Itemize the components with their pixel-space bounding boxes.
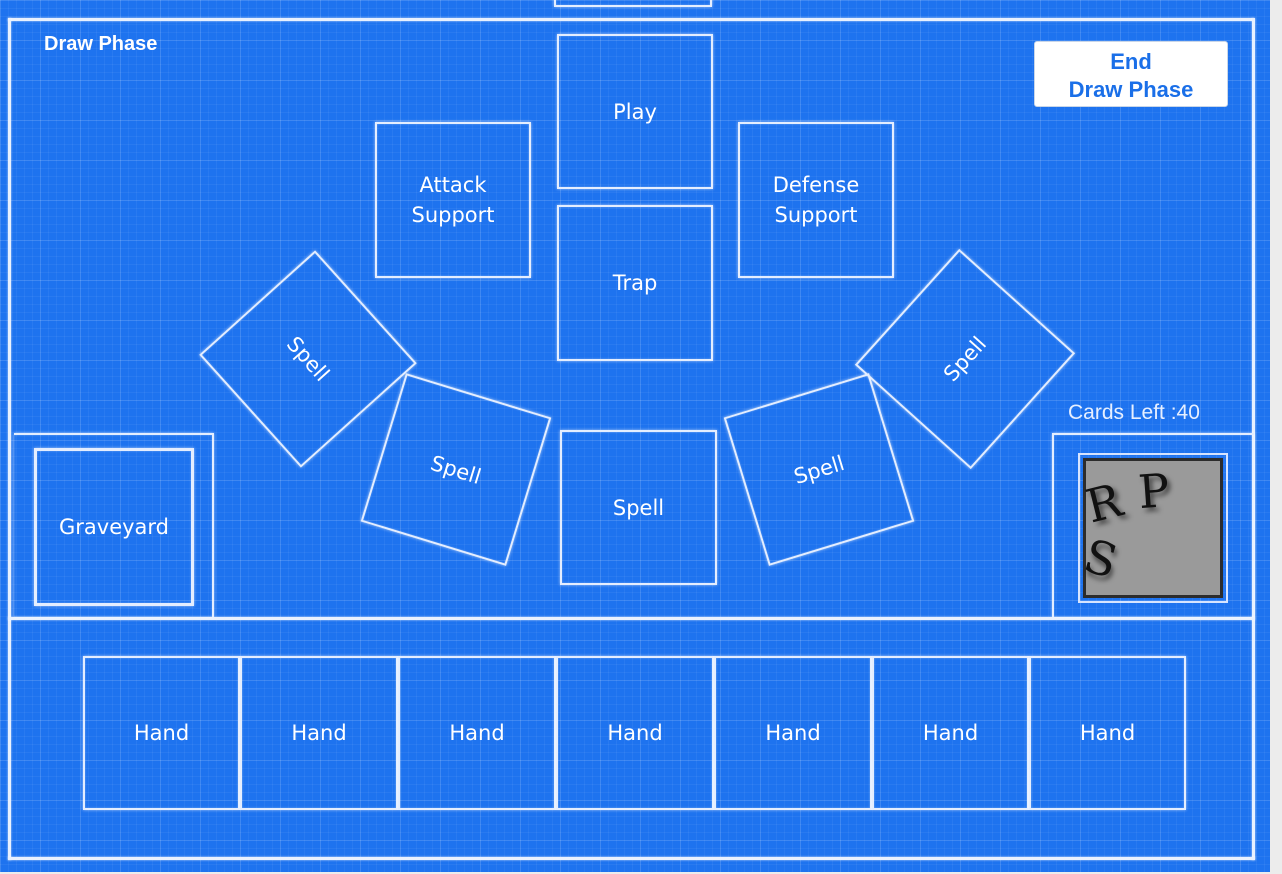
board-right-border — [1252, 18, 1255, 860]
hand-slot-7-label: Hand — [1079, 721, 1136, 745]
spell-zone-1-label: Spell — [281, 331, 335, 387]
graveyard-zone[interactable]: Graveyard — [34, 448, 194, 606]
board-left-border — [8, 18, 11, 860]
hand-slot-5-label: Hand — [765, 721, 821, 745]
hand-slot-7[interactable]: Hand — [1029, 656, 1186, 810]
defense-support-label: Defense Support — [772, 173, 860, 227]
hand-slot-6-label: Hand — [922, 721, 979, 745]
trap-zone-label: Trap — [612, 271, 658, 295]
hand-divider — [8, 617, 1255, 620]
deck-card[interactable]: R P S — [1078, 453, 1228, 603]
opponent-zone-edge — [554, 0, 712, 7]
board-bottom-border — [8, 857, 1255, 860]
phase-title: Draw Phase — [44, 33, 158, 55]
graveyard-label: Graveyard — [58, 515, 169, 539]
play-zone-label: Play — [613, 99, 657, 124]
spell-zone-2[interactable]: Spell — [360, 373, 552, 566]
board-top-border — [8, 18, 1254, 21]
deck-logo-letter-r: R — [1080, 472, 1130, 534]
spell-zone-4-label: Spell — [790, 450, 848, 489]
hand-slot-3[interactable]: Hand — [398, 656, 556, 810]
spell-zone-5-label: Spell — [938, 331, 992, 387]
hand-slot-1-label: Hand — [133, 721, 190, 745]
hand-slot-1[interactable]: Hand — [83, 656, 240, 810]
spell-zone-1[interactable]: Spell — [199, 250, 417, 468]
trap-zone[interactable]: Trap — [557, 205, 713, 361]
hand-slot-2[interactable]: Hand — [240, 656, 398, 810]
hand-slot-6[interactable]: Hand — [872, 656, 1029, 810]
graveyard-frame — [14, 433, 214, 617]
hand-slot-2-label: Hand — [291, 721, 347, 745]
hand-slot-3-label: Hand — [449, 721, 505, 745]
spell-zone-4[interactable]: Spell — [723, 373, 915, 566]
deck-logo-letter-s: S — [1078, 528, 1126, 590]
deck-logo: R P S — [1078, 463, 1220, 589]
spell-zone-2-label: Spell — [427, 450, 485, 489]
attack-support-zone[interactable]: Attack Support — [375, 122, 531, 278]
hand-slot-4-label: Hand — [607, 721, 663, 745]
defense-support-zone[interactable]: Defense Support — [738, 122, 894, 278]
attack-support-label: Attack Support — [411, 173, 495, 227]
spell-zone-3-label: Spell — [612, 495, 665, 520]
hand-slot-4[interactable]: Hand — [556, 656, 714, 810]
deck-frame — [1052, 433, 1254, 617]
end-phase-button[interactable]: End Draw Phase — [1034, 41, 1228, 107]
deck-logo-letter-p: P — [1136, 462, 1174, 520]
hand-slot-5[interactable]: Hand — [714, 656, 872, 810]
spell-zone-3[interactable]: Spell — [560, 430, 717, 585]
play-zone[interactable]: Play — [557, 34, 713, 189]
cards-left-counter: Cards Left :40 — [1068, 401, 1200, 424]
